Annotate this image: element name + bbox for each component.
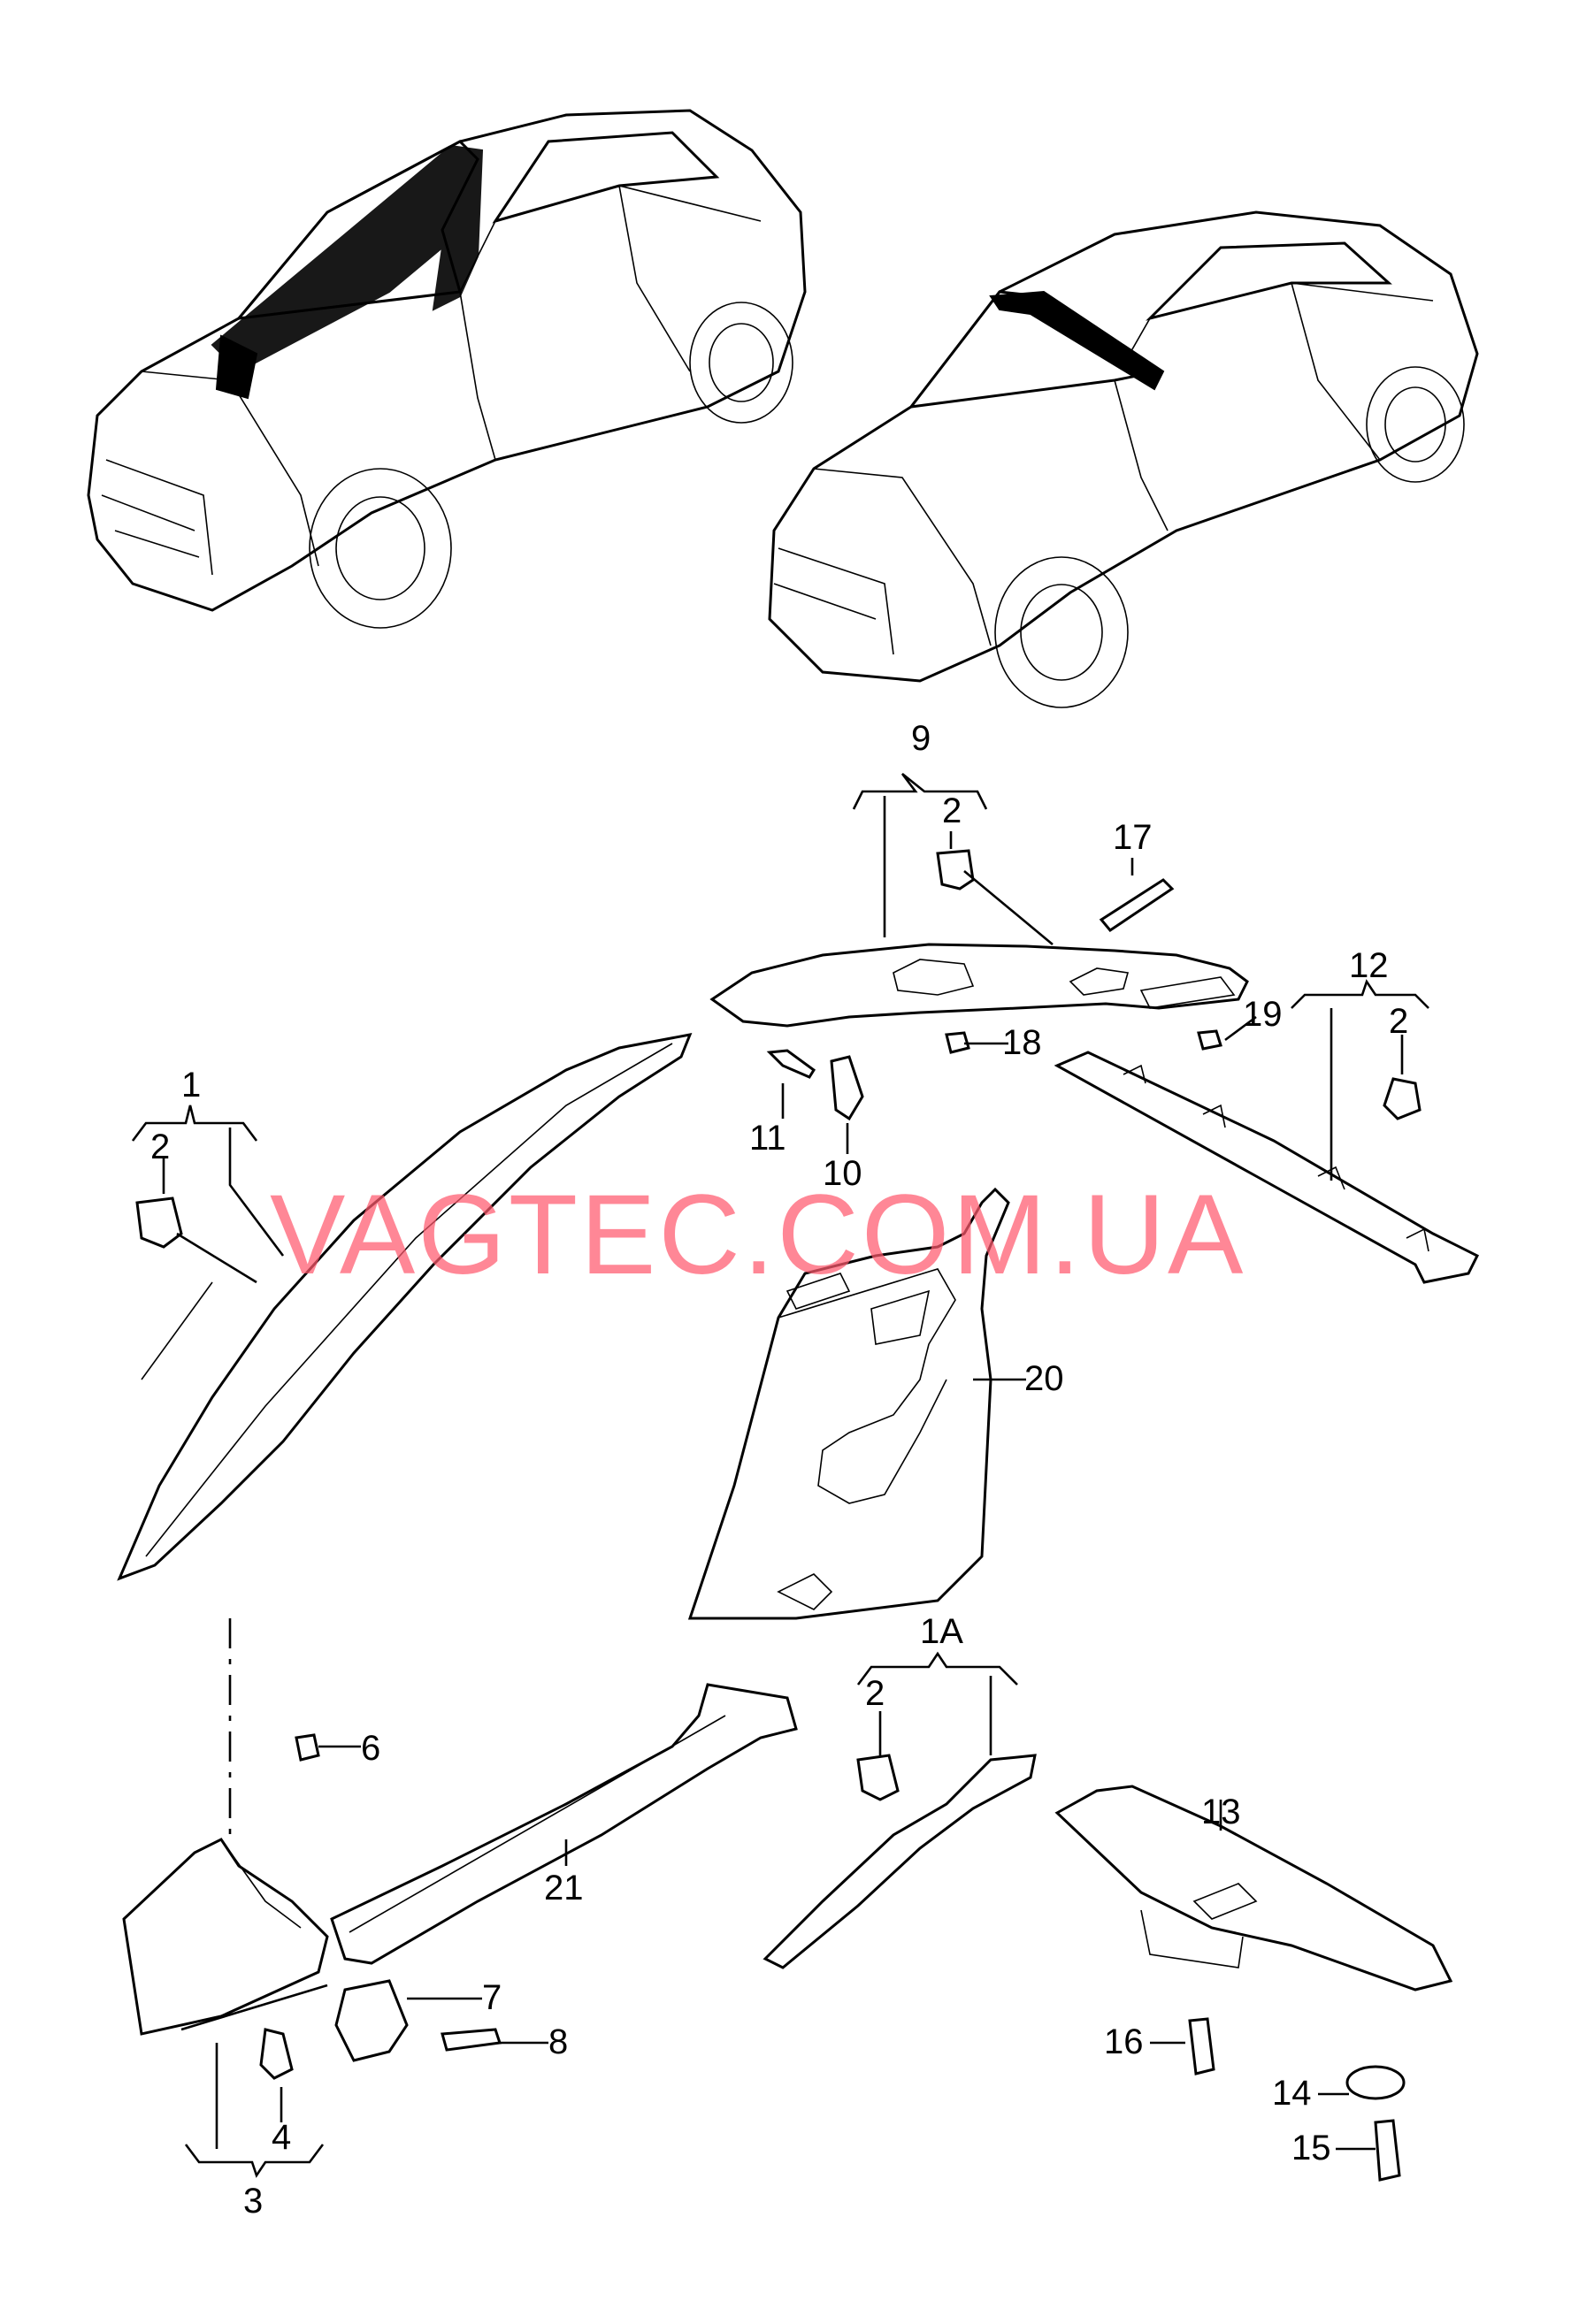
watermark-text: VAGTEC.COM.UA bbox=[270, 1172, 1245, 1298]
screw-11 bbox=[766, 1049, 816, 1079]
nut-19 bbox=[1197, 1029, 1222, 1051]
callout-2-right: 2 bbox=[1389, 1002, 1408, 1041]
callout-9: 9 bbox=[911, 719, 931, 758]
clip-2-left bbox=[135, 1196, 183, 1249]
fasteners bbox=[135, 849, 1422, 2182]
callout-21: 21 bbox=[544, 1869, 584, 1907]
callout-19: 19 bbox=[1243, 995, 1283, 1034]
part-9-roof-frame-trim bbox=[709, 943, 1249, 1028]
part-13-rear-trim bbox=[1054, 1785, 1453, 1991]
callout-2-lower: 2 bbox=[865, 1674, 885, 1713]
callout-2-left: 2 bbox=[150, 1128, 170, 1166]
bolt-8 bbox=[441, 2028, 502, 2052]
callout-11: 11 bbox=[749, 1119, 786, 1158]
screw-15 bbox=[1374, 2119, 1401, 2182]
car-illustration-left bbox=[87, 109, 807, 629]
clip-2-lower bbox=[856, 1754, 900, 1801]
callout-20: 20 bbox=[1024, 1359, 1064, 1398]
car-illustration-right bbox=[768, 210, 1479, 708]
part-1-a-pillar-trim bbox=[117, 1033, 693, 1581]
callout-15: 15 bbox=[1291, 2129, 1331, 2167]
clip-10 bbox=[830, 1055, 864, 1121]
callout-18: 18 bbox=[1002, 1023, 1042, 1062]
clip-2-right bbox=[1383, 1077, 1422, 1120]
callout-1a: 1A bbox=[920, 1612, 963, 1651]
leader-lines bbox=[131, 772, 1429, 2178]
callout-16: 16 bbox=[1104, 2022, 1144, 2061]
screw-16 bbox=[1188, 2017, 1215, 2076]
nut-6 bbox=[295, 1733, 320, 1762]
callout-8: 8 bbox=[548, 2022, 568, 2061]
callout-3: 3 bbox=[243, 2182, 263, 2221]
part-3-b-pillar-lower-trim bbox=[122, 1838, 329, 2036]
callout-14: 14 bbox=[1272, 2074, 1312, 2113]
callout-12: 12 bbox=[1349, 946, 1389, 985]
callout-labels: 9 2 17 12 19 2 18 11 10 1 2 20 1A 2 6 13… bbox=[150, 719, 1408, 2221]
part-12-rear-roof-trim bbox=[1054, 1051, 1480, 1284]
callout-4: 4 bbox=[272, 2118, 291, 2157]
callout-1: 1 bbox=[181, 1066, 201, 1105]
clip-4 bbox=[259, 2028, 294, 2080]
callout-7: 7 bbox=[482, 1978, 502, 2017]
part-1a-c-pillar-strip bbox=[763, 1754, 1037, 1969]
callout-2-top: 2 bbox=[942, 791, 962, 830]
callout-13: 13 bbox=[1201, 1793, 1241, 1831]
part-21-sill-trim bbox=[330, 1683, 798, 1965]
rivet-18 bbox=[945, 1031, 970, 1054]
bracket-7 bbox=[334, 1979, 409, 2062]
part-17-strip bbox=[1099, 878, 1175, 932]
part-20-side-panel bbox=[687, 1187, 1010, 1620]
callout-6: 6 bbox=[361, 1729, 380, 1768]
grommet-14 bbox=[1345, 2065, 1406, 2100]
clip-2-top bbox=[936, 849, 975, 891]
callout-10: 10 bbox=[823, 1154, 862, 1193]
callout-17: 17 bbox=[1113, 818, 1153, 857]
